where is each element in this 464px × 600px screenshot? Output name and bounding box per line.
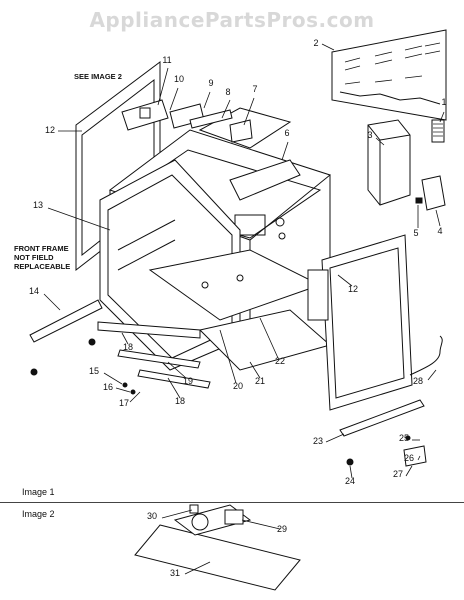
screw	[415, 197, 423, 204]
small-plate	[421, 175, 446, 211]
callout-leader	[221, 99, 231, 119]
callout-number-12: 12	[45, 125, 55, 135]
callout-leader	[157, 67, 169, 106]
callout-number-27: 27	[393, 469, 403, 479]
callout-leader	[184, 561, 211, 575]
callout-leader	[43, 293, 61, 311]
callout-leader	[417, 455, 421, 461]
callout-number-1: 1	[441, 97, 446, 107]
callout-number-12: 12	[348, 284, 358, 294]
callout-leader	[203, 91, 211, 109]
callout-leader	[243, 97, 255, 126]
callout-number-6: 6	[284, 128, 289, 138]
callout-leader	[349, 465, 353, 479]
callout-leader	[219, 329, 237, 384]
drawer-slide	[339, 399, 425, 437]
callout-number-22: 22	[275, 356, 285, 366]
callout-number-20: 20	[233, 381, 243, 391]
note-front-frame-line: NOT FIELD	[14, 253, 54, 262]
rear-vent-cover	[431, 119, 445, 143]
callout-leader	[375, 137, 385, 146]
callout-leader	[115, 387, 131, 393]
callout-number-10: 10	[174, 74, 184, 84]
callout-leader	[47, 207, 111, 231]
callout-leader	[281, 141, 289, 161]
callout-leader	[337, 274, 353, 287]
note-front-frame-line: REPLACEABLE	[14, 262, 71, 271]
callout-leader	[439, 111, 445, 123]
callout-leader	[325, 433, 345, 443]
callout-number-14: 14	[29, 286, 39, 296]
callout-leader	[129, 391, 141, 403]
callout-number-21: 21	[255, 376, 265, 386]
callout-number-16: 16	[103, 382, 113, 392]
callout-leader	[427, 369, 437, 381]
callout-leader	[103, 372, 123, 385]
control-panel-assembly	[134, 504, 301, 591]
callout-number-9: 9	[208, 78, 213, 88]
callout-number-23: 23	[313, 436, 323, 446]
callout-leader	[241, 519, 281, 530]
oven-door	[307, 234, 413, 411]
callout-number-24: 24	[345, 476, 355, 486]
bottom-trim	[29, 299, 211, 389]
section-divider	[0, 502, 464, 503]
callout-number-15: 15	[89, 366, 99, 376]
callout-leader	[161, 509, 193, 519]
note-front-frame: FRONT FRAME NOT FIELD REPLACEABLE	[14, 244, 70, 271]
vent-duct	[367, 119, 411, 206]
note-see-image-2: SEE IMAGE 2	[74, 72, 122, 81]
callout-number-19: 19	[183, 376, 193, 386]
image-2-label: Image 2	[22, 509, 55, 519]
callout-leader	[405, 465, 413, 477]
callout-leader	[321, 43, 335, 51]
callout-number-2: 2	[313, 38, 318, 48]
callout-number-8: 8	[225, 87, 230, 97]
callout-number-26: 26	[404, 453, 414, 463]
back-panel	[331, 29, 447, 121]
callout-number-5: 5	[413, 228, 418, 238]
watermark: AppliancePartsPros.com	[89, 8, 375, 32]
callout-number-25: 25	[399, 433, 409, 443]
callout-number-29: 29	[277, 524, 287, 534]
control-bracket	[121, 99, 253, 143]
callout-number-28: 28	[413, 376, 423, 386]
callout-number-11: 11	[162, 55, 171, 65]
callout-number-18: 18	[175, 396, 185, 406]
callout-number-4: 4	[437, 226, 442, 236]
callout-leader	[259, 317, 279, 359]
callout-number-7: 7	[252, 84, 257, 94]
callout-leader	[249, 361, 261, 379]
callout-number-31: 31	[170, 568, 180, 578]
image-1-label: Image 1	[22, 487, 55, 497]
callout-leader	[167, 361, 187, 379]
callout-number-13: 13	[33, 200, 43, 210]
callout-leader	[121, 332, 129, 345]
note-front-frame-line: FRONT FRAME	[14, 244, 69, 253]
callout-number-30: 30	[147, 511, 157, 521]
callout-leader	[167, 377, 181, 399]
wire-harness	[409, 335, 443, 376]
callout-number-3: 3	[367, 130, 372, 140]
callout-leader	[435, 209, 441, 227]
callout-number-17: 17	[119, 398, 129, 408]
callout-leader	[169, 87, 179, 111]
callout-number-18: 18	[123, 342, 133, 352]
